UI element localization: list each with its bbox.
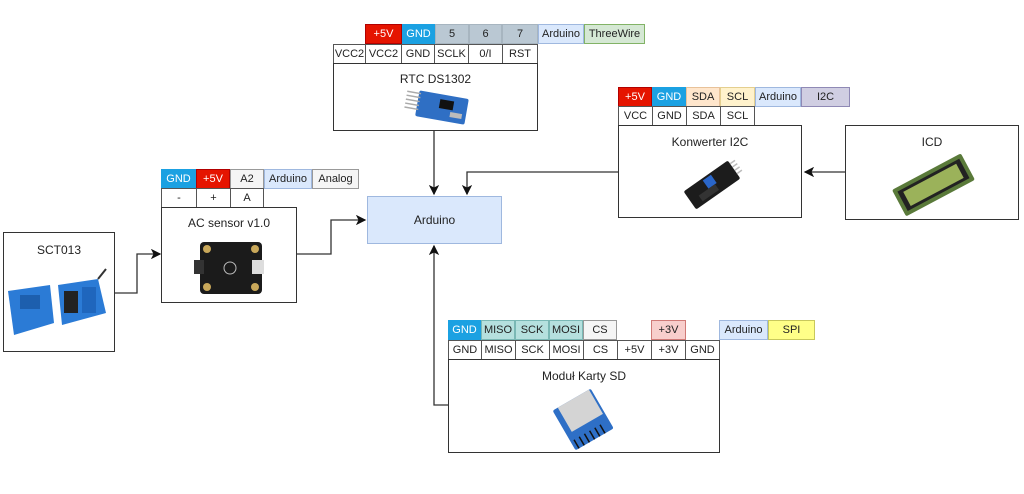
sd-pin-arduino-cs: CS [583, 320, 617, 340]
rtc-pin-arduino-7: 7 [502, 24, 538, 44]
sd-pin-3v: +3V [651, 340, 686, 360]
sd-pin-arduino-3v: +3V [651, 320, 686, 340]
ac-pin-arduino-5v: +5V [196, 169, 230, 189]
ac-sensor-board-image [194, 242, 264, 294]
wire-ac-arduino [297, 214, 367, 255]
rtc-tag-threewire: ThreeWire [584, 24, 645, 44]
rtc-pin-vcc2-a: VCC2 [333, 44, 366, 64]
i2c-pin-gnd: GND [652, 106, 687, 126]
i2c-tag-i2c: I2C [801, 87, 850, 107]
rtc-pin-sclk: SCLK [434, 44, 469, 64]
ac-pin-plus: + [196, 188, 231, 208]
ac-pin-minus: - [161, 188, 197, 208]
konwerter-i2c-node[interactable]: Konwerter I2C [618, 125, 802, 218]
ac-pin-arduino-a2: A2 [230, 169, 264, 189]
sd-card-node[interactable]: Moduł Karty SD [448, 359, 720, 453]
ac-tag-analog: Analog [312, 169, 359, 189]
sd-pin-arduino-mosi: MOSI [549, 320, 583, 340]
i2c-pin-arduino-sda: SDA [686, 87, 720, 107]
i2c-pin-scl: SCL [720, 106, 755, 126]
rtc-pin-arduino-gnd: GND [402, 24, 435, 44]
sd-pin-mosi: MOSI [549, 340, 584, 360]
sd-pin-5v: +5V [617, 340, 652, 360]
sd-pin-gnd-2: GND [685, 340, 720, 360]
ac-sensor-node[interactable]: AC sensor v1.0 [161, 207, 297, 303]
current-clamp-image [8, 268, 107, 335]
sd-tag-arduino: Arduino [719, 320, 768, 340]
sd-tag-spi: SPI [768, 320, 815, 340]
rtc-pin-arduino-5v: +5V [365, 24, 402, 44]
wire-i2c-arduino [461, 171, 618, 196]
ac-sensor-label: AC sensor v1.0 [187, 216, 271, 230]
rtc-pin-arduino-6: 6 [469, 24, 502, 44]
rtc-ds1302-node[interactable]: RTC DS1302 [333, 63, 538, 131]
sd-pin-gnd: GND [448, 340, 482, 360]
sd-pin-cs: CS [583, 340, 618, 360]
sd-pin-arduino-miso: MISO [481, 320, 515, 340]
i2c-converter-image [684, 159, 743, 209]
i2c-pin-arduino-5v: +5V [618, 87, 652, 107]
sd-pin-miso: MISO [481, 340, 516, 360]
rtc-pin-rst: RST [502, 44, 538, 64]
ac-pin-a: A [230, 188, 264, 208]
rtc-pin-vcc2-b: VCC2 [365, 44, 402, 64]
rtc-module-image [404, 90, 469, 125]
rtc-pin-gnd: GND [401, 44, 435, 64]
ac-pin-arduino-gnd: GND [161, 169, 196, 189]
i2c-tag-arduino: Arduino [755, 87, 801, 107]
rtc-pin-io: 0/I [468, 44, 503, 64]
rtc-tag-arduino: Arduino [538, 24, 584, 44]
sct013-label: SCT013 [36, 243, 82, 257]
rtc-pin-arduino-5: 5 [435, 24, 469, 44]
arduino-node[interactable]: Arduino [367, 196, 502, 244]
sct013-node[interactable]: SCT013 [3, 232, 115, 352]
sd-card-module-image [553, 389, 613, 450]
sd-label: Moduł Karty SD [541, 369, 627, 383]
sd-pin-arduino-sck: SCK [515, 320, 549, 340]
lcd-label: ICD [921, 135, 943, 149]
lcd-node[interactable]: ICD [845, 125, 1019, 220]
lcd-display-image [892, 154, 975, 216]
wire-sct-ac [115, 248, 162, 294]
wire-sd-arduino [428, 244, 448, 406]
i2c-pin-arduino-gnd: GND [652, 87, 686, 107]
i2c-pin-vcc: VCC [618, 106, 653, 126]
sd-pin-arduino-gnd: GND [448, 320, 481, 340]
ac-tag-arduino: Arduino [264, 169, 312, 189]
rtc-label: RTC DS1302 [399, 72, 472, 86]
i2c-pin-sda: SDA [686, 106, 721, 126]
i2c-pin-arduino-scl: SCL [720, 87, 755, 107]
sd-pin-sck: SCK [515, 340, 550, 360]
i2c-label: Konwerter I2C [671, 135, 749, 149]
